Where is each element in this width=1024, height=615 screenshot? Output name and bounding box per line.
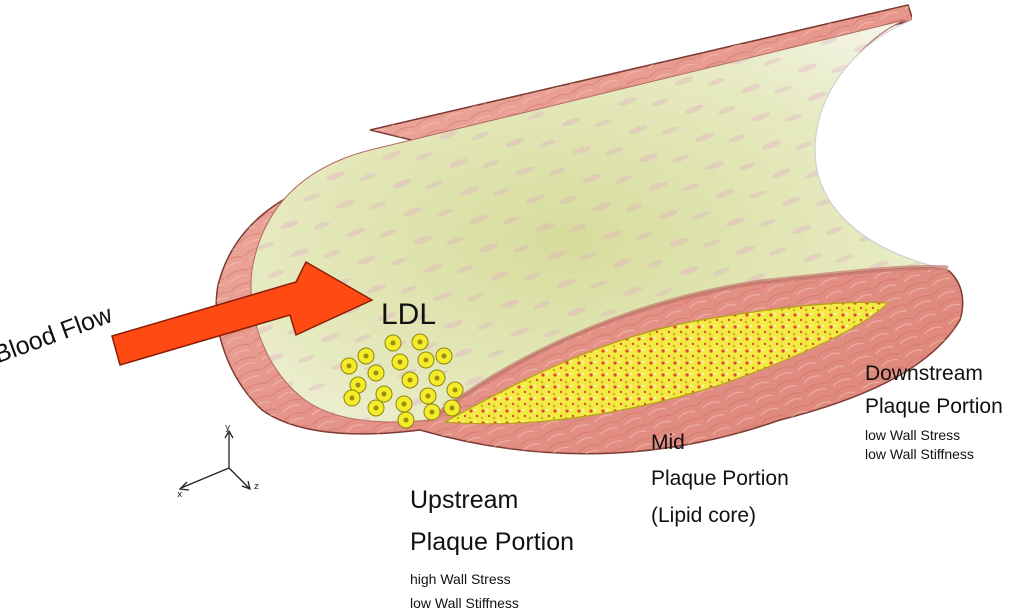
mid-title: Mid bbox=[651, 431, 685, 454]
mid-subtitle: Plaque Portion bbox=[651, 467, 789, 490]
axis-z-label: z bbox=[254, 482, 259, 492]
lipid-core-plaque bbox=[442, 301, 890, 425]
upstream-title: Upstream bbox=[410, 486, 519, 514]
ldl-particles bbox=[340, 333, 464, 429]
blood-flow-arrow bbox=[111, 260, 374, 366]
mid-lipid-core: (Lipid core) bbox=[651, 504, 757, 527]
downstream-note-stress: low Wall Stress bbox=[865, 427, 961, 443]
upstream-note-stress: high Wall Stress bbox=[410, 571, 511, 587]
vessel-opening bbox=[815, 0, 1024, 270]
axis-x-label: x bbox=[177, 490, 183, 500]
axis-y-label: y bbox=[225, 423, 231, 433]
downstream-subtitle: Plaque Portion bbox=[865, 395, 1003, 418]
upstream-subtitle: Plaque Portion bbox=[410, 528, 575, 556]
ldl-label: LDL bbox=[381, 298, 437, 331]
downstream-note-stiffness: low Wall Stiffness bbox=[865, 446, 974, 462]
downstream-title: Downstream bbox=[865, 362, 983, 385]
upstream-note-stiffness: low Wall Stiffness bbox=[410, 595, 519, 611]
coordinate-axes bbox=[178, 429, 251, 491]
